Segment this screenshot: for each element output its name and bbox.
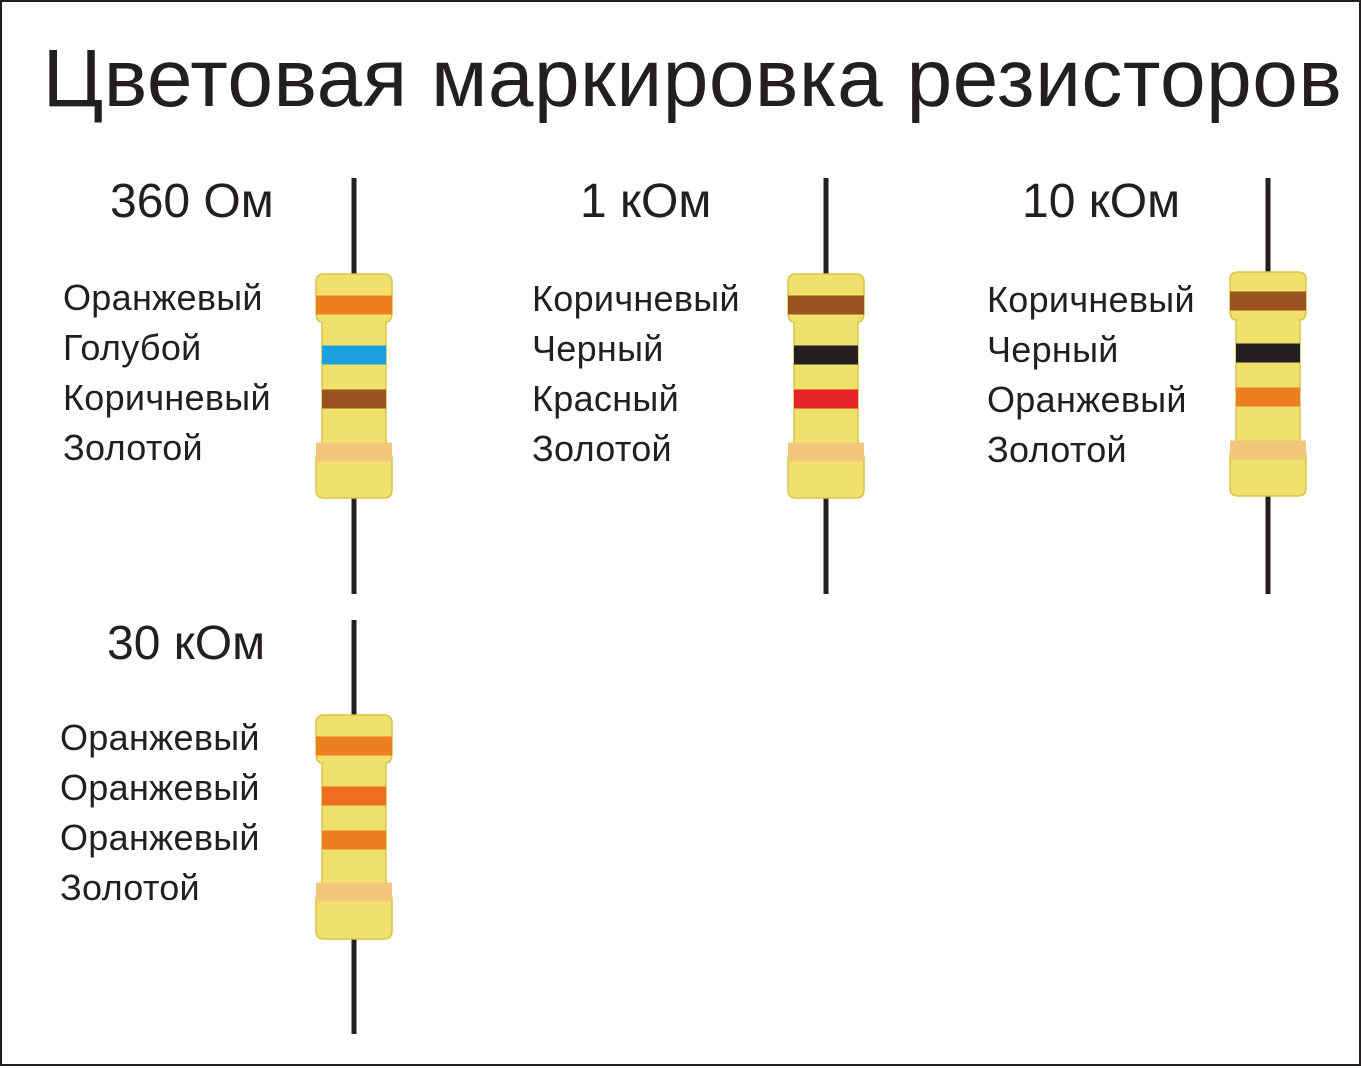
color-band — [316, 882, 392, 902]
resistance-value-label: 30 кОм — [107, 617, 266, 670]
band-color-name: Черный — [532, 328, 664, 369]
band-color-name: Золотой — [63, 427, 203, 468]
band-color-name: Золотой — [60, 867, 200, 908]
band-color-name: Коричневый — [532, 278, 740, 319]
color-band — [322, 786, 386, 806]
color-band — [322, 389, 386, 409]
color-band — [1236, 387, 1300, 407]
page-title: Цветовая маркировка резисторов — [42, 33, 1343, 124]
resistor-body — [1229, 271, 1307, 497]
color-band — [316, 736, 392, 756]
band-color-name: Красный — [532, 378, 679, 419]
color-band — [788, 295, 864, 315]
band-color-name: Оранжевый — [60, 717, 260, 758]
color-band — [316, 442, 392, 462]
band-color-name: Оранжевый — [63, 277, 263, 318]
color-band — [1236, 343, 1300, 363]
band-color-name: Черный — [987, 329, 1119, 370]
color-band — [322, 345, 386, 365]
color-band — [322, 830, 386, 850]
band-color-name: Оранжевый — [60, 817, 260, 858]
band-color-name: Коричневый — [63, 377, 271, 418]
band-color-name: Голубой — [63, 327, 202, 368]
resistance-value-label: 1 кОм — [580, 175, 712, 228]
resistor-body — [787, 273, 865, 499]
band-color-name: Коричневый — [987, 279, 1195, 320]
band-color-name: Золотой — [987, 429, 1127, 470]
color-band — [794, 389, 858, 409]
resistor-body — [315, 273, 393, 499]
color-band — [794, 345, 858, 365]
color-band — [316, 295, 392, 315]
band-color-name: Оранжевый — [60, 767, 260, 808]
band-color-name: Оранжевый — [987, 379, 1187, 420]
color-band — [1230, 440, 1306, 460]
resistance-value-label: 360 Ом — [110, 175, 274, 228]
resistance-value-label: 10 кОм — [1022, 175, 1181, 228]
color-band — [1230, 291, 1306, 311]
color-band — [788, 442, 864, 462]
band-color-name: Золотой — [532, 428, 672, 469]
